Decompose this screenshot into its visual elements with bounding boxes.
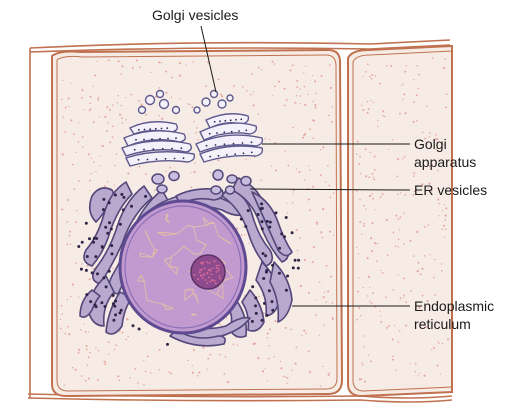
label-endoplasmic-reticulum-line2: reticulum (414, 316, 471, 332)
label-golgi-apparatus-line1: Golgi (414, 136, 447, 152)
leader-er-vesicles (249, 188, 411, 191)
label-endoplasmic-reticulum-line1: Endoplasmic (414, 298, 494, 314)
neighbor-cell-membrane-inner (352, 50, 453, 392)
nucleus (118, 199, 248, 335)
nucleolus-granules (193, 260, 221, 285)
neighbor-cell-membrane (347, 44, 453, 398)
er-ribosomes (77, 192, 301, 346)
nuclear-envelope (118, 199, 248, 335)
er-vesicles (151, 169, 252, 195)
leader-golgi-vesicles (200, 25, 217, 93)
chromatin-network (137, 213, 234, 316)
cell-membrane-inner (56, 54, 338, 392)
golgi-apparatus (121, 89, 264, 167)
label-golgi-apparatus-line2: apparatus (414, 154, 476, 170)
leader-lines (200, 25, 411, 307)
golgi-cisterna-contents (133, 118, 253, 161)
nuclear-envelope-inner (124, 205, 242, 329)
label-er-vesicles: ER vesicles (414, 182, 487, 198)
label-golgi-vesicles: Golgi vesicles (152, 7, 238, 23)
